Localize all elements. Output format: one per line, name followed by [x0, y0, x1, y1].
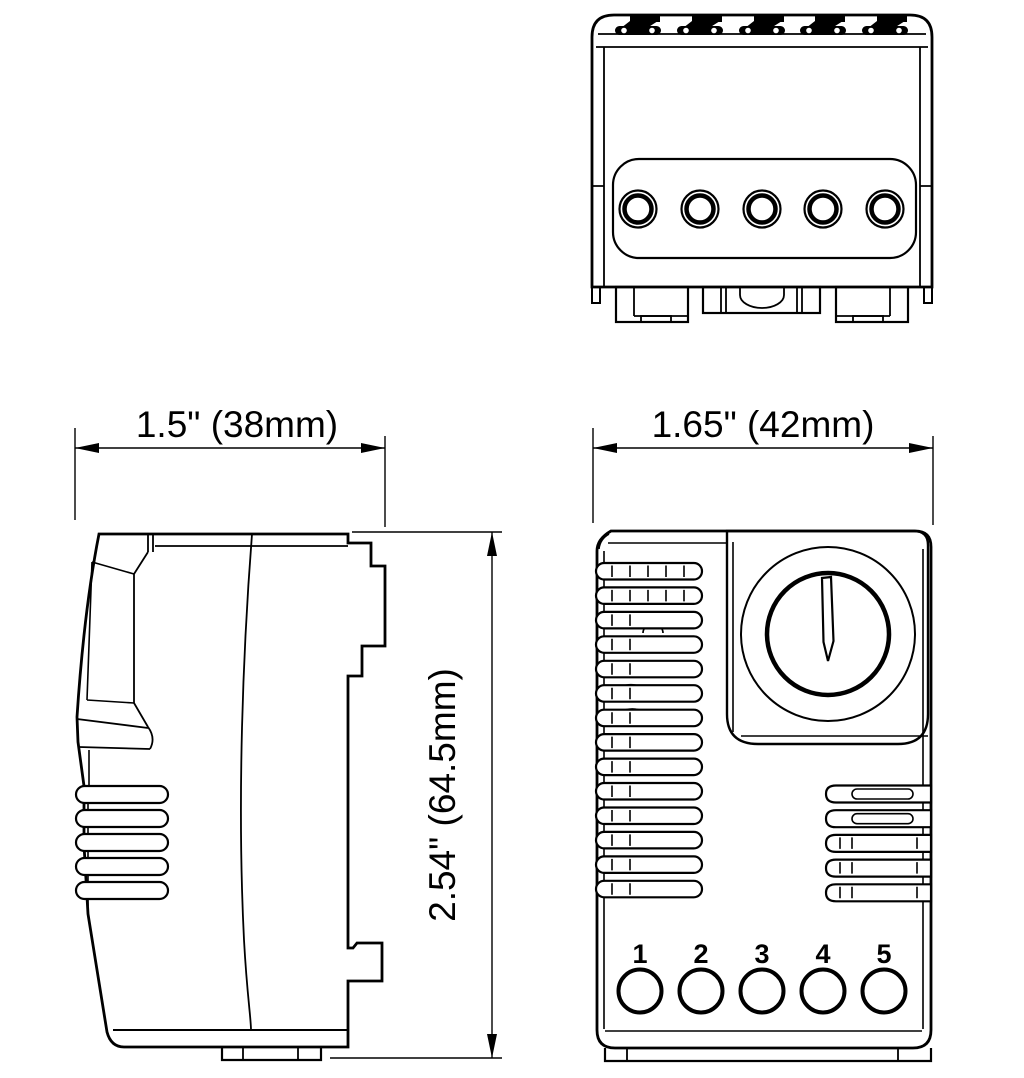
dimension-side-width: 1.5" (38mm)	[74, 404, 386, 527]
dimension-front-width: 1.65" (42mm)	[592, 404, 934, 525]
dial-knob[interactable]	[764, 570, 892, 698]
vent-slat	[594, 684, 704, 703]
terminal-hole	[799, 967, 847, 1015]
vent-slat	[594, 708, 704, 728]
vent-slat	[594, 732, 704, 752]
vent-slat	[594, 635, 704, 654]
arrowhead-top	[487, 532, 497, 556]
panel-bottom-band	[76, 718, 154, 750]
vent-slat	[594, 781, 704, 801]
screw-clamp	[677, 14, 723, 35]
terminal-number: 2	[693, 939, 708, 969]
louver-slat	[74, 784, 170, 805]
tilted-panel-recess	[86, 561, 135, 704]
side-width-dimension-label: 1.5" (38mm)	[136, 404, 338, 445]
terminal-row-front: 1 2 3 4 5	[616, 939, 908, 1015]
dimension-height: 2.54" (64.5mm)	[330, 531, 502, 1059]
top-view-right-stub	[923, 287, 933, 304]
vent-slat	[594, 806, 704, 826]
vent-slat	[594, 830, 704, 850]
vent-slat	[824, 784, 933, 804]
vent-slat	[594, 757, 704, 777]
terminal-hole	[616, 967, 664, 1015]
screw-clamp	[862, 14, 908, 35]
arrowhead-bottom	[487, 1034, 497, 1058]
top-view-body-outline	[590, 13, 934, 289]
vent-grid-left	[594, 561, 704, 899]
louver-slat	[74, 880, 170, 901]
extension-lines	[330, 531, 502, 1059]
front-width-dimension-label: 1.65" (42mm)	[652, 404, 875, 445]
vent-slat	[594, 610, 704, 630]
side-view	[74, 532, 387, 1062]
vent-slat-details-right	[839, 788, 918, 899]
terminal-number: 5	[876, 939, 891, 969]
side-view-body-outline	[75, 532, 387, 1049]
vent-slat-dividers-left	[611, 565, 685, 895]
dial-bezel	[740, 546, 916, 722]
side-mounting-foot	[220, 1047, 323, 1062]
front-view: 1 2 3 4 5	[594, 529, 933, 1063]
vent-slat	[824, 858, 933, 878]
vent-slat	[824, 809, 933, 829]
mounting-bracket-center	[701, 285, 822, 315]
vent-grid-right	[824, 784, 933, 903]
front-base-strip	[603, 1048, 933, 1063]
vent-slat	[824, 883, 933, 903]
side-louvers	[74, 784, 170, 901]
mounting-clips	[614, 285, 910, 324]
height-dimension-label: 2.54" (64.5mm)	[422, 668, 463, 922]
terminal-hole	[742, 189, 782, 229]
vent-slat	[594, 561, 704, 581]
vent-slat	[824, 833, 933, 853]
louver-slat	[74, 832, 170, 853]
vent-slat	[594, 855, 704, 875]
terminal-hole	[618, 189, 658, 229]
extension-lines	[592, 428, 934, 525]
vent-slat	[594, 879, 704, 899]
dial-panel	[725, 529, 930, 746]
mounting-clip-right	[834, 285, 910, 324]
screw-clamp	[615, 14, 661, 35]
arrowhead-right	[361, 443, 385, 453]
din-rail-notch	[739, 287, 785, 309]
mounting-clip-left	[614, 285, 690, 324]
terminal-hole	[680, 189, 720, 229]
terminal-hole	[865, 189, 905, 229]
terminal-number: 3	[754, 939, 769, 969]
terminal-number: 4	[815, 939, 830, 969]
terminal-holes-top	[618, 189, 905, 229]
screw-clamp	[800, 14, 846, 35]
top-view-left-stub	[591, 287, 601, 304]
arrowhead-right	[909, 443, 933, 453]
screw-clamp	[739, 14, 785, 35]
dial-pointer	[820, 575, 835, 662]
tilted-panel-edge	[133, 551, 149, 728]
top-deck-lines	[596, 33, 928, 48]
vent-slat	[594, 659, 704, 679]
front-view-body-outline	[595, 529, 933, 1050]
top-view	[590, 13, 934, 324]
terminal-hole	[738, 967, 786, 1015]
terminal-hole	[677, 967, 725, 1015]
arrowhead-left	[593, 443, 617, 453]
extension-lines	[74, 428, 386, 527]
arrowhead-left	[75, 443, 99, 453]
terminal-screw-clamps	[615, 14, 908, 35]
louver-slat	[74, 856, 170, 877]
housing-seam-curve	[240, 533, 253, 1031]
terminal-hole	[803, 189, 843, 229]
dimension-annotations: 1.5" (38mm) 1.65" (42mm) 2.54" (64.5mm)	[74, 404, 934, 1059]
corner-chamfer-line	[598, 533, 610, 550]
terminal-number: 1	[632, 939, 647, 969]
terminal-hole	[860, 967, 908, 1015]
front-panel-seam	[147, 534, 154, 552]
terminal-recess-panel	[611, 157, 918, 260]
louver-slat	[74, 808, 170, 829]
top-view-inner-walls	[603, 47, 921, 287]
vent-slat	[594, 586, 704, 606]
